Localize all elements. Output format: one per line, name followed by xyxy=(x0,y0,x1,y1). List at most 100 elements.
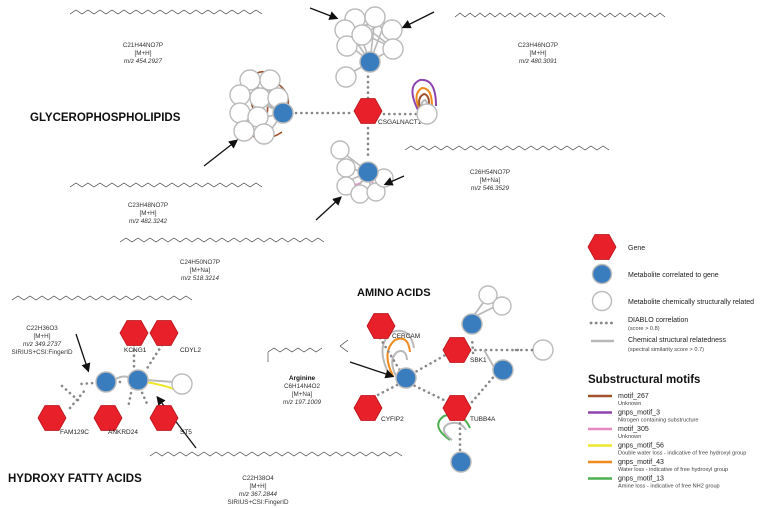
amino-acids-cluster: AMINO ACIDS xyxy=(267,285,554,473)
metabolite-node-arginine[interactable] xyxy=(395,367,417,389)
legend-diablo-label: DIABLO correlation xyxy=(628,317,688,324)
annotation-mz: m/z 518.3214 xyxy=(181,275,220,282)
gene-node-csgalnact1[interactable] xyxy=(353,98,383,124)
diablo-edges xyxy=(362,336,522,452)
chemical-structure-icon xyxy=(454,12,666,18)
arrow-icon xyxy=(349,361,395,379)
related-circle-icon xyxy=(171,373,193,395)
annotation-formula: C23H48NO7P xyxy=(128,202,168,209)
annotation-adduct: [M+H] xyxy=(530,50,547,57)
annotation-formula: C21H44NO7P xyxy=(123,42,163,49)
annotation-formula: C24H50NO7P xyxy=(180,259,220,266)
gene-hexagon-icon xyxy=(93,405,123,431)
annotation-adduct: [M+H] xyxy=(250,483,267,490)
gene-label-cercam: CERCAM xyxy=(392,333,420,340)
motif-name: gnps_motif_43 xyxy=(618,459,664,466)
metabolite-node[interactable] xyxy=(357,161,379,183)
chemical-structure-icon xyxy=(149,451,403,457)
legend-metabolite-struct-label: Metabolite chemically structurally relat… xyxy=(628,299,754,306)
gene-node-cyfip2[interactable] xyxy=(353,395,383,421)
gene-node-st5[interactable] xyxy=(149,405,179,431)
gene-label-csgalnact1: CSGALNACT1 xyxy=(378,119,422,126)
metabolite-node[interactable] xyxy=(492,359,514,381)
annotation-adduct: [M+H] xyxy=(34,333,51,340)
gene-hexagon-icon xyxy=(353,98,383,124)
annotation-formula: C22H36O3 xyxy=(26,325,58,332)
metabolite-node[interactable] xyxy=(272,102,294,124)
gene-hexagon-icon xyxy=(37,405,67,431)
chemical-structure-icon xyxy=(69,182,263,188)
metabolite-node[interactable] xyxy=(95,371,117,393)
annotation-adduct: [M+Na] xyxy=(292,391,313,398)
gene-node-ankrd24[interactable] xyxy=(93,405,123,431)
annotation-adduct: [M+H] xyxy=(140,210,157,217)
gene-node-sbk1[interactable] xyxy=(442,337,472,363)
metabolite-node[interactable] xyxy=(461,313,483,335)
annotation-mz: m/z 546.3529 xyxy=(471,185,510,192)
gene-hexagon-icon xyxy=(442,337,472,363)
motif-desc: Unknown xyxy=(618,401,641,407)
legend-diablo-sub: (score > 0.8) xyxy=(628,326,660,332)
annotation-name: Arginine xyxy=(289,375,316,382)
annotation-formula: C22H38O4 xyxy=(242,475,274,482)
annotation-mz: m/z 197.1009 xyxy=(283,399,322,406)
gene-label-sbk1: SBK1 xyxy=(470,357,487,364)
chemical-structure-icon xyxy=(119,237,325,243)
annotation-formula: C23H46NO7P xyxy=(518,42,558,49)
glycerophospholipids-cluster: GLYCEROPHOSPHOLIPIDS xyxy=(30,6,438,204)
motif-desc: Nitrogen containing substructure xyxy=(618,418,699,424)
annotation-mz: m/z 367.2844 xyxy=(239,491,278,498)
legend-chem-label: Chemical structural relatedness xyxy=(628,337,727,344)
gene-node-fam129c[interactable] xyxy=(37,405,67,431)
motif-name: motif_305 xyxy=(618,426,649,433)
legend-chem-sub: (spectral similarity score > 0.7) xyxy=(628,347,704,353)
class-title-amino-acids: AMINO ACIDS xyxy=(357,287,431,299)
annotation-method: SIRIUS+CSI:FingerID xyxy=(227,499,289,506)
annotation-adduct: [M+Na] xyxy=(190,267,211,274)
class-title-hydroxy-fatty-acids: HYDROXY FATTY ACIDS xyxy=(8,473,142,485)
gene-hexagon-icon xyxy=(119,320,149,346)
related-circle-icon xyxy=(416,103,438,125)
gene-label-fam129c: FAM129C xyxy=(60,429,89,436)
gene-hexagon-icon xyxy=(353,395,383,421)
annotation-mz: m/z 480.3091 xyxy=(519,58,557,65)
motif-desc: Unknown xyxy=(618,434,641,440)
metabolite-node[interactable] xyxy=(359,51,381,73)
amino-related-nodes xyxy=(478,285,554,361)
gene-label-ankrd24: ANKRD24 xyxy=(108,429,138,436)
gene-node-cercam[interactable] xyxy=(366,313,396,339)
motif-desc: Water loss - indicative of free hydroxyl… xyxy=(618,467,728,473)
gene-hexagon-icon xyxy=(366,313,396,339)
gene-label-kcng1: KCNG1 xyxy=(124,347,147,354)
metabolite-node[interactable] xyxy=(127,369,149,391)
gene-label-cyfip2: CYFIP2 xyxy=(381,416,404,423)
annotation-mz: m/z 349.2737 xyxy=(23,341,62,348)
gene-hexagon-icon xyxy=(442,395,472,421)
legend-metabolite-gene-label: Metabolite correlated to gene xyxy=(628,272,719,279)
metabolite-node[interactable] xyxy=(450,451,472,473)
chemical-structure-icon xyxy=(404,145,610,151)
gene-node-kcng1[interactable] xyxy=(119,320,149,346)
annotation-method: SIRIUS+CSI:FingerID xyxy=(11,349,73,356)
top-cluster-nodes xyxy=(334,6,404,88)
annotation-mz: m/z 482.3242 xyxy=(129,218,168,225)
motifs-title: Substructural motifs xyxy=(588,374,700,386)
chemical-structure-icon xyxy=(11,295,193,301)
gene-hexagon-icon xyxy=(149,405,179,431)
gene-node-tubb4a[interactable] xyxy=(442,395,472,421)
gene-label-tubb4a: TUBB4A xyxy=(470,416,496,423)
gene-label-st5: ST5 xyxy=(180,429,192,436)
arrow-icon xyxy=(75,333,91,373)
motif-desc: Amine loss - indicative of free NH2 grou… xyxy=(618,484,720,490)
gene-hexagon-icon xyxy=(149,320,179,346)
gene-node-cdyl2[interactable] xyxy=(149,320,179,346)
